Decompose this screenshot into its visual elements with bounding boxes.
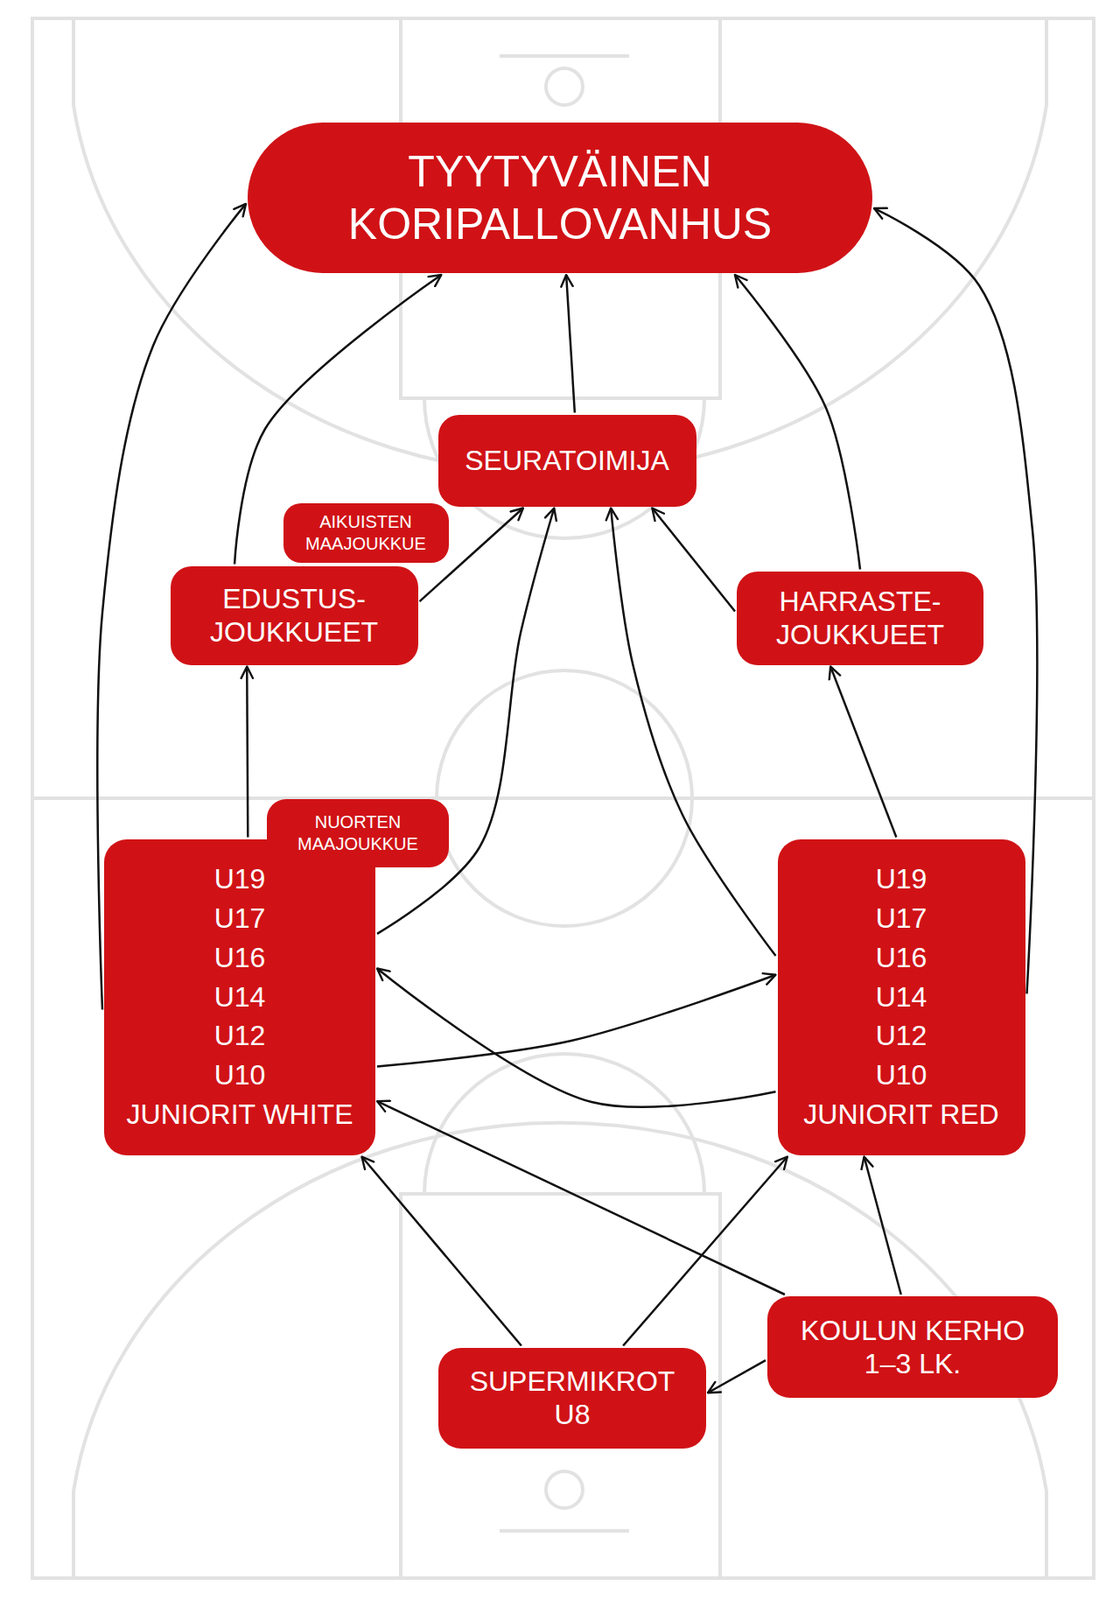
node-label: U12 xyxy=(214,1015,266,1056)
connector-arrow xyxy=(735,274,861,570)
node-label: NUORTEN MAAJOUKKUE xyxy=(275,811,441,855)
node-label: JUNIORIT WHITE xyxy=(126,1094,354,1134)
mini-box: SUPERMIKROT U8 xyxy=(438,1347,707,1449)
three-point-top xyxy=(73,18,1047,474)
connector-arrow xyxy=(623,1156,788,1346)
center-circle xyxy=(436,670,693,926)
backboard-top xyxy=(499,54,630,58)
junior-box: U19U17U16U14U12U10JUNIORIT WHITE xyxy=(104,839,376,1155)
node-label: AIKUISTEN MAAJOUKKUE xyxy=(292,511,441,555)
rim-bottom xyxy=(546,1470,583,1508)
node-label: U19 xyxy=(875,859,928,899)
junior-box: U19U17U16U14U12U10JUNIORIT RED xyxy=(777,839,1026,1155)
free-throw-arc-top xyxy=(424,398,705,539)
node-label: U17 xyxy=(214,898,266,938)
team-box: HARRASTE- JOUKKUEET xyxy=(736,571,984,665)
goal-box: TYYTYVÄINEN KORIPALLOVANHUS xyxy=(247,122,873,273)
connector-arrow xyxy=(377,974,777,1067)
node-label: U10 xyxy=(214,1055,266,1095)
connector-arrow xyxy=(377,968,777,1107)
node-label: U12 xyxy=(875,1015,928,1056)
court-markings xyxy=(32,18,1094,1578)
three-point-bottom xyxy=(73,1122,1047,1578)
node-label: U14 xyxy=(875,977,928,1017)
key-bottom xyxy=(400,1193,721,1578)
node-label: U16 xyxy=(214,938,266,978)
connector-arrow xyxy=(246,666,248,838)
backboard-bottom xyxy=(499,1528,630,1533)
team-box: EDUSTUS- JOUKKUEET xyxy=(170,566,419,665)
club-box: SEURATOIMIJA xyxy=(438,414,697,507)
node-label: TYYTYVÄINEN KORIPALLOVANHUS xyxy=(273,145,847,251)
connector-arrow xyxy=(566,274,575,413)
connector-arrow xyxy=(377,1100,785,1295)
connector-arrow xyxy=(234,274,441,565)
badge: AIKUISTEN MAAJOUKKUE xyxy=(283,503,449,563)
center-line xyxy=(32,796,1094,800)
node-label: KOULUN KERHO 1–3 LK. xyxy=(784,1313,1041,1381)
badge: NUORTEN MAAJOUKKUE xyxy=(266,798,449,868)
node-label: U14 xyxy=(214,977,266,1017)
node-label: U17 xyxy=(875,898,928,938)
connector-arrow xyxy=(830,666,896,838)
node-label: JUNIORIT RED xyxy=(803,1094,999,1134)
node-label: HARRASTE- JOUKKUEET xyxy=(749,584,972,652)
connector-arrow xyxy=(651,508,735,612)
connector-arrow xyxy=(864,1156,902,1295)
connector-arrow xyxy=(362,1156,522,1346)
node-label: U19 xyxy=(214,859,266,899)
node-label: U16 xyxy=(875,938,928,978)
node-label: U10 xyxy=(875,1055,928,1095)
rim-top xyxy=(546,68,583,105)
connector-arrow xyxy=(707,1359,766,1393)
node-label: SEURATOIMIJA xyxy=(464,443,670,477)
court-outline xyxy=(32,18,1094,1578)
school-club-box: KOULUN KERHO 1–3 LK. xyxy=(767,1295,1058,1398)
node-label: SUPERMIKROT U8 xyxy=(457,1364,687,1432)
node-label: EDUSTUS- JOUKKUEET xyxy=(182,581,406,650)
